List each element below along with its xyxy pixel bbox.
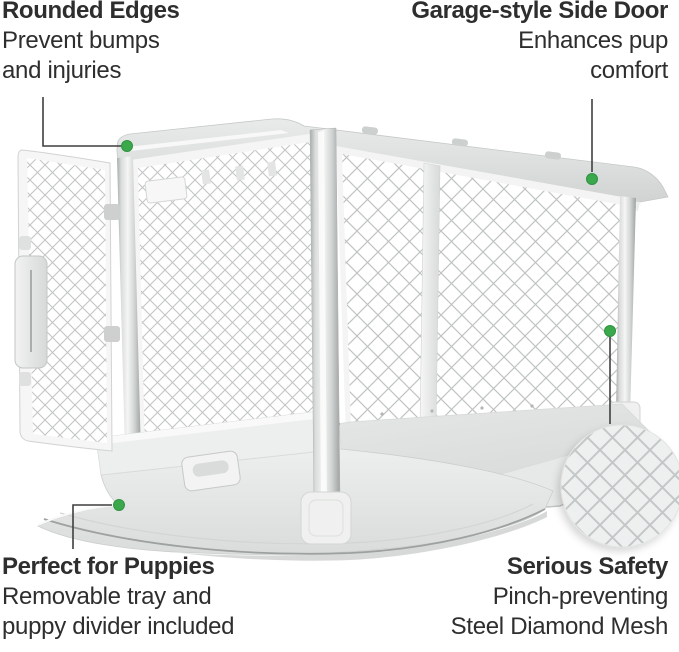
- callout-title: Rounded Edges: [2, 0, 180, 24]
- callout-line: Enhances pup: [518, 27, 668, 54]
- front-right-post: [300, 127, 352, 545]
- callout-line: comfort: [590, 57, 668, 84]
- callout-puppies: Perfect for Puppies Removable tray and p…: [2, 552, 235, 642]
- callout-line: Pinch-preventing: [492, 583, 669, 610]
- tray-handle: [181, 450, 241, 492]
- roof-latch-bracket: [144, 176, 188, 204]
- marker-side-door: [586, 173, 598, 185]
- callout-safety: Serious Safety Pinch-preventing Steel Di…: [450, 552, 669, 642]
- callout-line: Removable tray and: [2, 583, 212, 610]
- door-hinge: [104, 326, 120, 342]
- open-crate-door: [14, 149, 120, 452]
- connector-rounded-edges: [42, 97, 121, 147]
- marker-mesh-detail: [604, 325, 616, 337]
- marker-rounded-edges: [121, 140, 133, 152]
- callout-title: Perfect for Puppies: [2, 553, 215, 580]
- callout-line: Steel Diamond Mesh: [450, 613, 669, 640]
- callout-rounded-edges: Rounded Edges Prevent bumps and injuries: [2, 0, 180, 86]
- mesh-zoom-circle: [560, 424, 679, 548]
- door-handle: [14, 236, 48, 386]
- callout-line: puppy divider included: [2, 613, 235, 640]
- garage-side-door-panel: [336, 146, 628, 436]
- callout-connector-lines: [42, 97, 611, 549]
- callout-title: Serious Safety: [506, 553, 669, 580]
- callout-line: and injuries: [2, 57, 122, 84]
- callout-side-door: Garage-style Side Door Enhances pup comf…: [411, 0, 668, 86]
- callout-line: Prevent bumps: [2, 27, 160, 54]
- front-door-opening: [130, 133, 330, 470]
- door-hinge-post: [117, 156, 141, 455]
- marker-tray: [113, 499, 125, 511]
- callout-title: Garage-style Side Door: [411, 0, 668, 24]
- door-hinge: [104, 204, 120, 220]
- connector-tray: [72, 504, 112, 549]
- removable-tray: [37, 448, 554, 561]
- base-front-wall: [95, 408, 342, 492]
- callout-marker-dots: [113, 140, 616, 511]
